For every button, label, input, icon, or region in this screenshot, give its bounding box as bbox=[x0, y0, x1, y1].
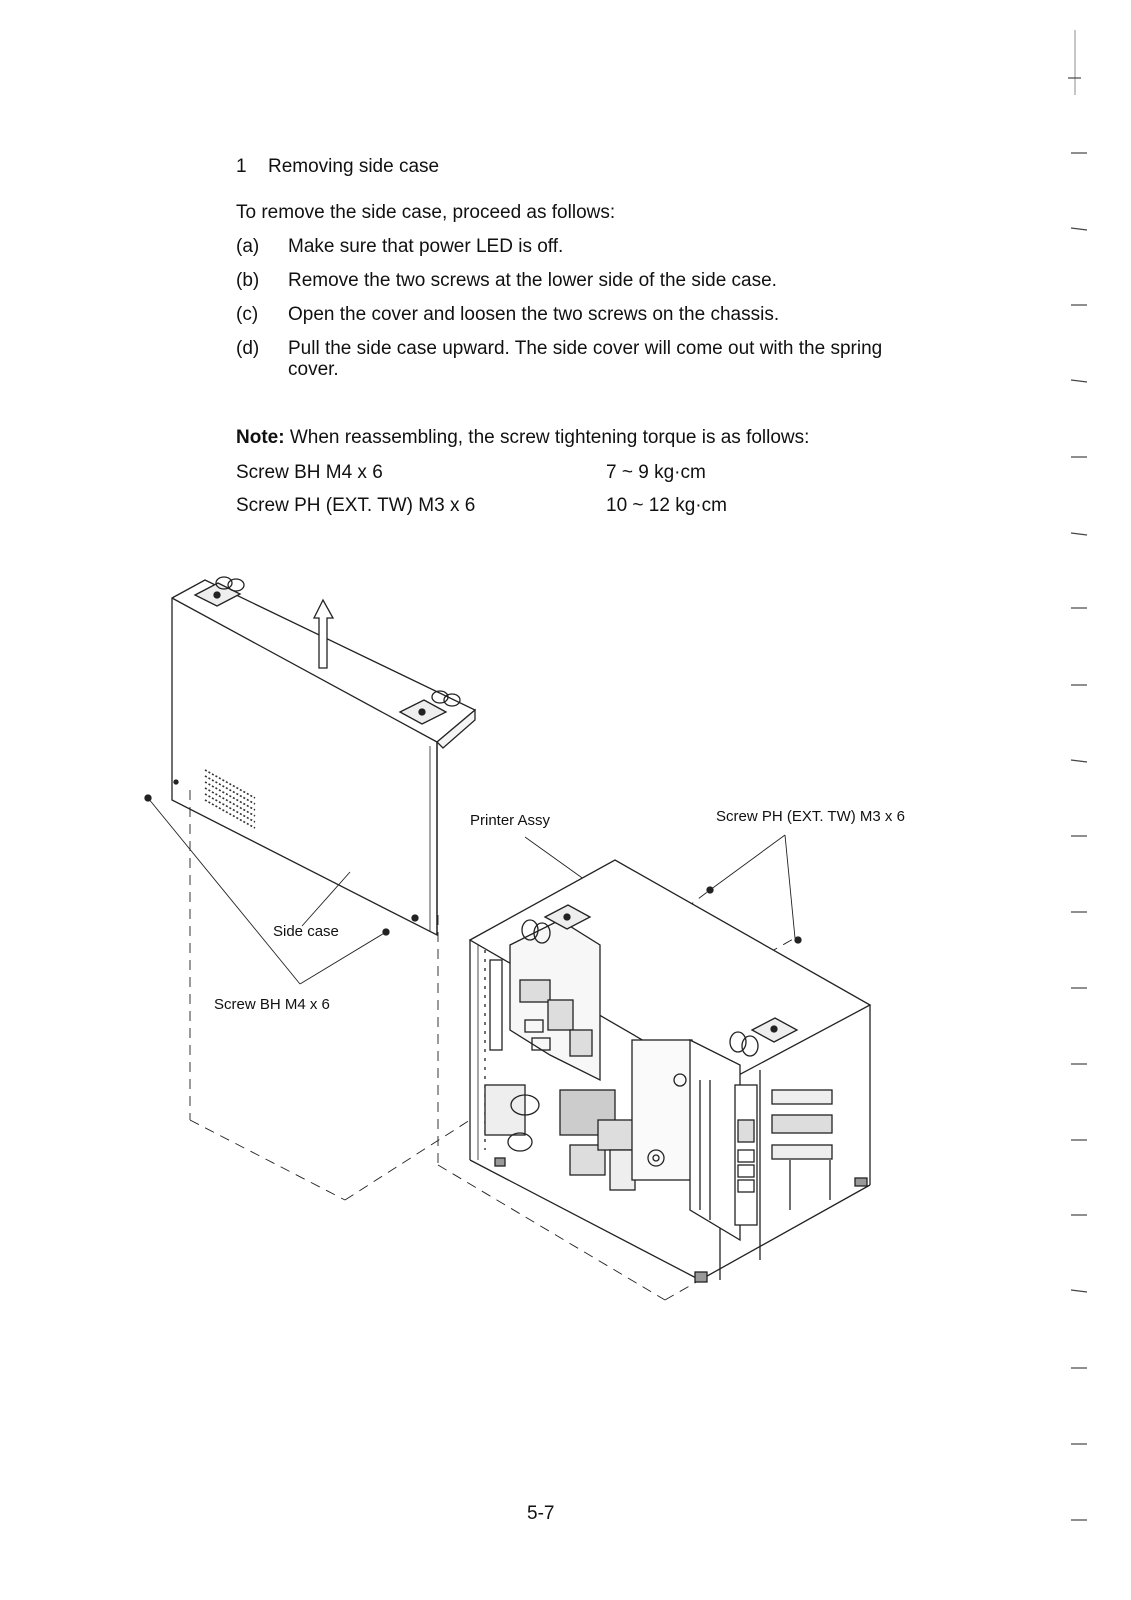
chassis-hinge bbox=[521, 904, 592, 944]
step-c: (c) Open the cover and loosen the two sc… bbox=[236, 304, 936, 325]
printer-assy-chassis bbox=[468, 859, 872, 1283]
note-text: When reassembling, the screw tightening … bbox=[289, 427, 810, 448]
side-case-removal-drawing bbox=[144, 576, 872, 1301]
procedure-steps: (a) Make sure that power LED is off. (b)… bbox=[236, 236, 936, 393]
step-mark: (d) bbox=[236, 338, 260, 359]
torque-value: 10 ~ 12 kg·cm bbox=[606, 495, 727, 516]
step-d: (d) Pull the side case upward. The side … bbox=[236, 338, 936, 380]
step-text: Open the cover and loosen the two screws… bbox=[288, 304, 780, 325]
step-b: (b) Remove the two screws at the lower s… bbox=[236, 270, 936, 291]
spring-cover-hinge bbox=[193, 576, 245, 607]
screw-ph-label: Screw PH (EXT. TW) M3 x 6 bbox=[716, 808, 905, 825]
torque-row: Screw PH (EXT. TW) M3 x 6 10 ~ 12 kg·cm bbox=[236, 495, 796, 528]
step-a: (a) Make sure that power LED is off. bbox=[236, 236, 936, 257]
step-mark: (a) bbox=[236, 236, 260, 257]
assembly-guide-lines bbox=[189, 790, 796, 1301]
section-number: 1 bbox=[236, 156, 247, 177]
screw-bh-label: Screw BH M4 x 6 bbox=[214, 996, 330, 1013]
torque-table: Screw BH M4 x 6 7 ~ 9 kg·cm Screw PH (EX… bbox=[236, 462, 796, 528]
step-mark: (b) bbox=[236, 270, 260, 291]
page-number: 5-7 bbox=[527, 1503, 555, 1524]
step-mark: (c) bbox=[236, 304, 259, 325]
section-title: Removing side case bbox=[268, 156, 440, 177]
margin-marks bbox=[1068, 30, 1088, 1521]
step-text: Make sure that power LED is off. bbox=[288, 236, 564, 257]
upward-arrow-icon bbox=[312, 598, 335, 669]
side-case-panel bbox=[144, 576, 477, 937]
side-case-label: Side case bbox=[273, 923, 339, 940]
torque-screw: Screw BH M4 x 6 bbox=[236, 462, 383, 483]
note: Note: When reassembling, the screw tight… bbox=[236, 427, 809, 449]
printer-assy-label: Printer Assy bbox=[470, 812, 551, 829]
chassis-hinge bbox=[729, 1017, 799, 1057]
intro-text: To remove the side case, proceed as foll… bbox=[236, 202, 616, 223]
torque-value: 7 ~ 9 kg·cm bbox=[606, 462, 706, 483]
vent-grille bbox=[204, 769, 256, 829]
step-text: Pull the side case upward. The side cove… bbox=[288, 338, 883, 380]
step-text: Remove the two screws at the lower side … bbox=[288, 270, 777, 291]
torque-screw: Screw PH (EXT. TW) M3 x 6 bbox=[236, 495, 476, 516]
torque-row: Screw BH M4 x 6 7 ~ 9 kg·cm bbox=[236, 462, 796, 495]
exploded-view-figure: Printer Assy Screw PH (EXT. TW) M3 x 6 S… bbox=[0, 560, 1131, 1340]
section-heading: 1 Removing side case bbox=[236, 156, 439, 178]
spring-cover-hinge bbox=[398, 690, 461, 725]
note-label: Note: bbox=[236, 427, 285, 448]
